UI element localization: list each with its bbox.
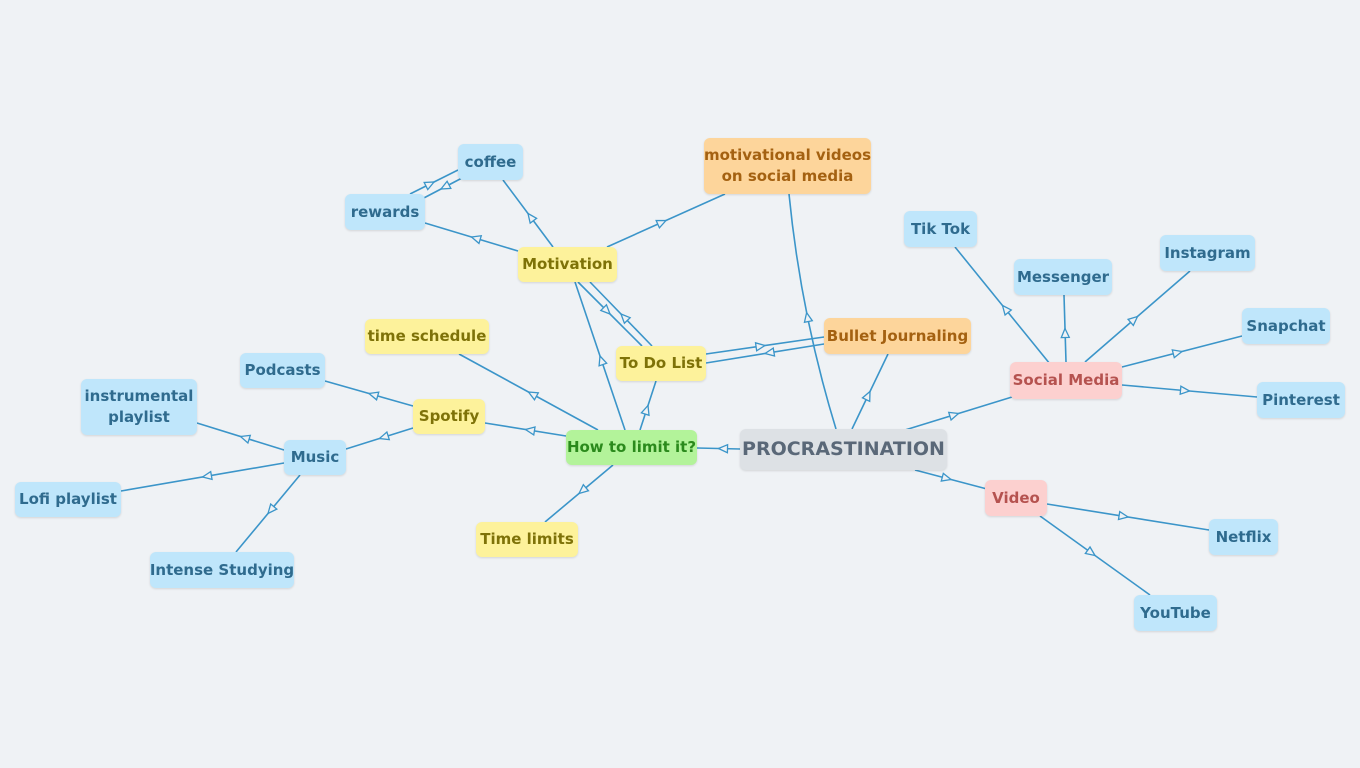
edge-music-instrumental-arrowhead [238, 434, 252, 445]
edge-motivation-coffee-arrowhead [527, 212, 538, 225]
edge-video-netflix-arrowhead [1117, 510, 1130, 521]
node-instagram[interactable]: Instagram [1160, 235, 1255, 271]
node-netflix[interactable]: Netflix [1209, 519, 1278, 555]
node-intense-studying[interactable]: Intense Studying [150, 552, 294, 588]
node-rewards[interactable]: rewards [345, 194, 425, 230]
edge-music-intense-arrowhead [266, 502, 279, 515]
node-how-to-limit[interactable]: How to limit it? [566, 430, 697, 465]
edge-social-messenger-arrowhead [1060, 326, 1071, 339]
node-to-do-list[interactable]: To Do List [616, 346, 706, 381]
edge-root-social-arrowhead [947, 411, 961, 422]
edge-root-howto-arrowhead [716, 443, 729, 454]
edge-howto-spotify-arrowhead [523, 426, 536, 436]
edge-todo-bullet-a-arrowhead [754, 341, 767, 352]
node-podcasts[interactable]: Podcasts [240, 353, 325, 388]
edge-root-bullet-arrowhead [861, 390, 871, 403]
node-messenger[interactable]: Messenger [1014, 259, 1112, 295]
edge-root-motvideos [788, 193, 837, 430]
edge-bullet-todo-b-arrowhead [763, 347, 776, 357]
node-procrastination[interactable]: PROCRASTINATION [740, 429, 947, 470]
edge-social-pinterest-arrowhead [1179, 385, 1192, 396]
edge-todo-motivation-b-arrowhead [619, 312, 632, 325]
node-spotify[interactable]: Spotify [413, 399, 485, 434]
edge-social-snapchat-arrowhead [1171, 349, 1184, 359]
node-instrumental-playlist[interactable]: instrumental playlist [81, 379, 197, 435]
node-motivation[interactable]: Motivation [518, 247, 617, 282]
node-time-schedule[interactable]: time schedule [365, 319, 489, 354]
edge-video-youtube-arrowhead [1084, 545, 1097, 557]
node-tiktok[interactable]: Tik Tok [904, 211, 977, 247]
edge-howto-todo-arrowhead [640, 403, 650, 417]
edge-howto-timeschedule-arrowhead [527, 391, 540, 402]
edge-motivation-motvideos-arrowhead [655, 219, 668, 230]
node-music[interactable]: Music [284, 440, 346, 475]
edge-coffee-rewards-b-arrowhead [439, 180, 452, 190]
edge-spotify-music-arrowhead [377, 430, 391, 441]
node-coffee[interactable]: coffee [458, 144, 523, 180]
edge-rewards-coffee-a-arrowhead [423, 181, 436, 191]
node-snapchat[interactable]: Snapchat [1242, 308, 1330, 344]
edge-howto-motivation-arrowhead [598, 354, 608, 367]
node-bullet-journaling[interactable]: Bullet Journaling [824, 318, 971, 354]
edge-root-video-arrowhead [940, 472, 953, 482]
node-pinterest[interactable]: Pinterest [1257, 382, 1345, 418]
edge-social-instagram-arrowhead [1126, 315, 1139, 327]
node-social-media[interactable]: Social Media [1010, 362, 1122, 399]
node-lofi-playlist[interactable]: Lofi playlist [15, 482, 121, 517]
node-motivational-videos[interactable]: motivational videos on social media [704, 138, 871, 194]
node-video[interactable]: Video [985, 480, 1047, 516]
edge-music-lofi-arrowhead [200, 470, 213, 481]
edge-howto-timelimits-arrowhead [577, 483, 590, 495]
node-time-limits[interactable]: Time limits [476, 522, 578, 557]
edge-root-motvideos-arrowhead [803, 311, 814, 324]
edge-motivation-rewards-arrowhead [469, 234, 483, 245]
node-youtube[interactable]: YouTube [1134, 595, 1217, 631]
edge-motivation-todo-a-arrowhead [599, 303, 612, 316]
edge-spotify-podcasts-arrowhead [367, 391, 380, 401]
edge-social-tiktok-arrowhead [1001, 304, 1013, 317]
